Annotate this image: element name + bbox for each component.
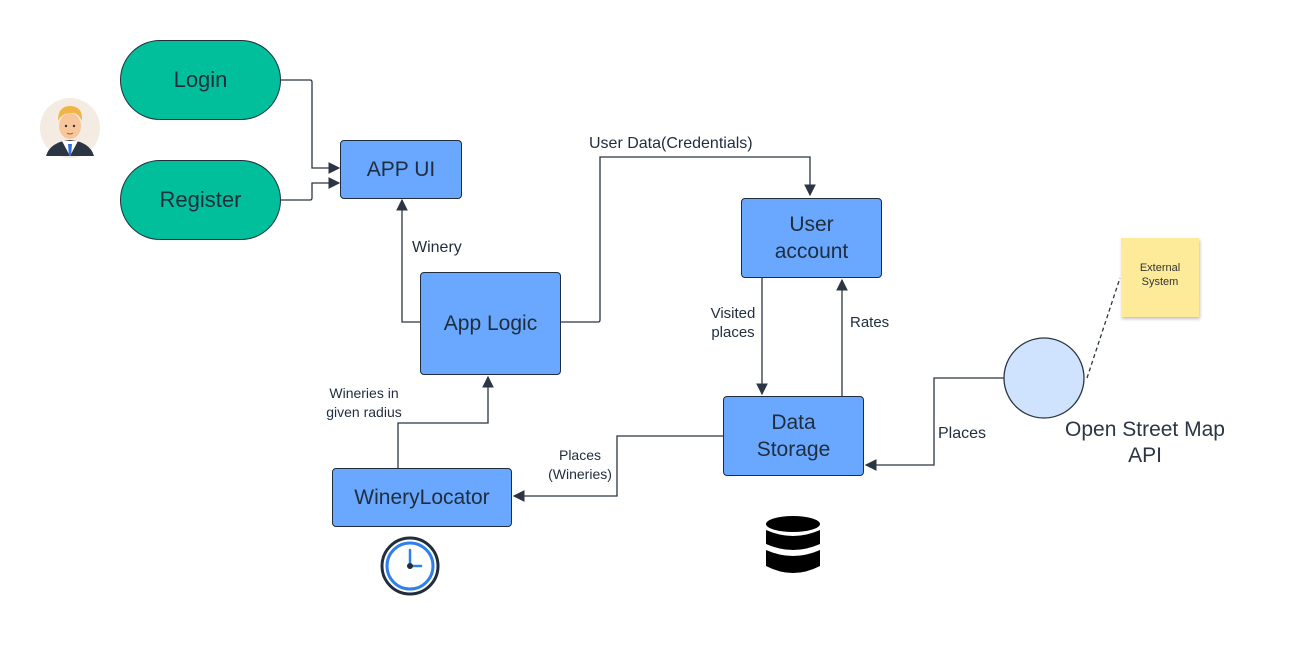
external-system-note: External System — [1121, 238, 1199, 317]
user-account-label-line1: User — [789, 213, 834, 236]
winery-locator-node: WineryLocator — [332, 468, 512, 527]
data-storage-node: Data Storage — [723, 396, 864, 476]
user-account-label-line2: account — [774, 240, 849, 263]
app-ui-label: APP UI — [366, 158, 436, 181]
data-storage-label-line2: Storage — [756, 438, 831, 461]
note-line1: External — [1139, 262, 1181, 274]
edge-datastorage-winerylocator — [512, 435, 723, 502]
app-logic-label: App Logic — [443, 312, 538, 335]
edge-label-wineries-radius: Wineries in given radius — [318, 384, 410, 422]
register-label: Register — [159, 187, 242, 212]
edge-label-visited-places: Visited places — [703, 304, 763, 342]
edge-label-places-wineries-line1: Places — [558, 447, 602, 463]
winery-locator-label: WineryLocator — [354, 486, 490, 509]
edge-login-appui — [281, 79, 341, 174]
edge-winerylocator-applogic — [397, 375, 494, 468]
data-storage-label-line1: Data — [771, 411, 816, 434]
note-line2: System — [1141, 276, 1179, 288]
osm-api-circle — [1003, 337, 1085, 419]
note-connector — [1086, 277, 1121, 379]
edge-label-places: Places — [938, 425, 987, 442]
clock-icon — [380, 536, 440, 596]
database-icon — [766, 516, 820, 573]
osm-api-label-line1: Open Street Map — [1065, 418, 1225, 441]
edge-applogic-useraccount — [561, 156, 816, 323]
edge-label-visited-line1: Visited — [710, 305, 756, 322]
edge-applogic-appui — [396, 198, 420, 323]
edge-label-places-wineries: Places (Wineries) — [544, 446, 616, 484]
edge-register-appui — [281, 177, 341, 201]
login-label: Login — [173, 67, 228, 92]
user-account-node: User account — [741, 198, 882, 278]
edge-label-user-data: User Data(Credentials) — [589, 135, 753, 152]
user-avatar-icon — [40, 98, 100, 158]
app-logic-node: App Logic — [420, 272, 561, 375]
login-node: Login — [120, 40, 281, 120]
register-node: Register — [120, 160, 281, 240]
edge-label-visited-line2: places — [711, 324, 755, 341]
edge-label-winery: Winery — [412, 239, 462, 256]
app-ui-node: APP UI — [340, 140, 462, 199]
edge-label-rates: Rates — [850, 314, 890, 331]
edge-osm-datastorage — [864, 377, 1004, 471]
edge-label-places-wineries-line2: (Wineries) — [548, 466, 612, 482]
osm-api-label: Open Street Map API — [1050, 417, 1240, 469]
osm-api-label-line2: API — [1128, 444, 1162, 467]
edge-label-wineries-radius-line1: Wineries in — [329, 385, 399, 401]
edge-label-wineries-radius-line2: given radius — [326, 404, 402, 420]
